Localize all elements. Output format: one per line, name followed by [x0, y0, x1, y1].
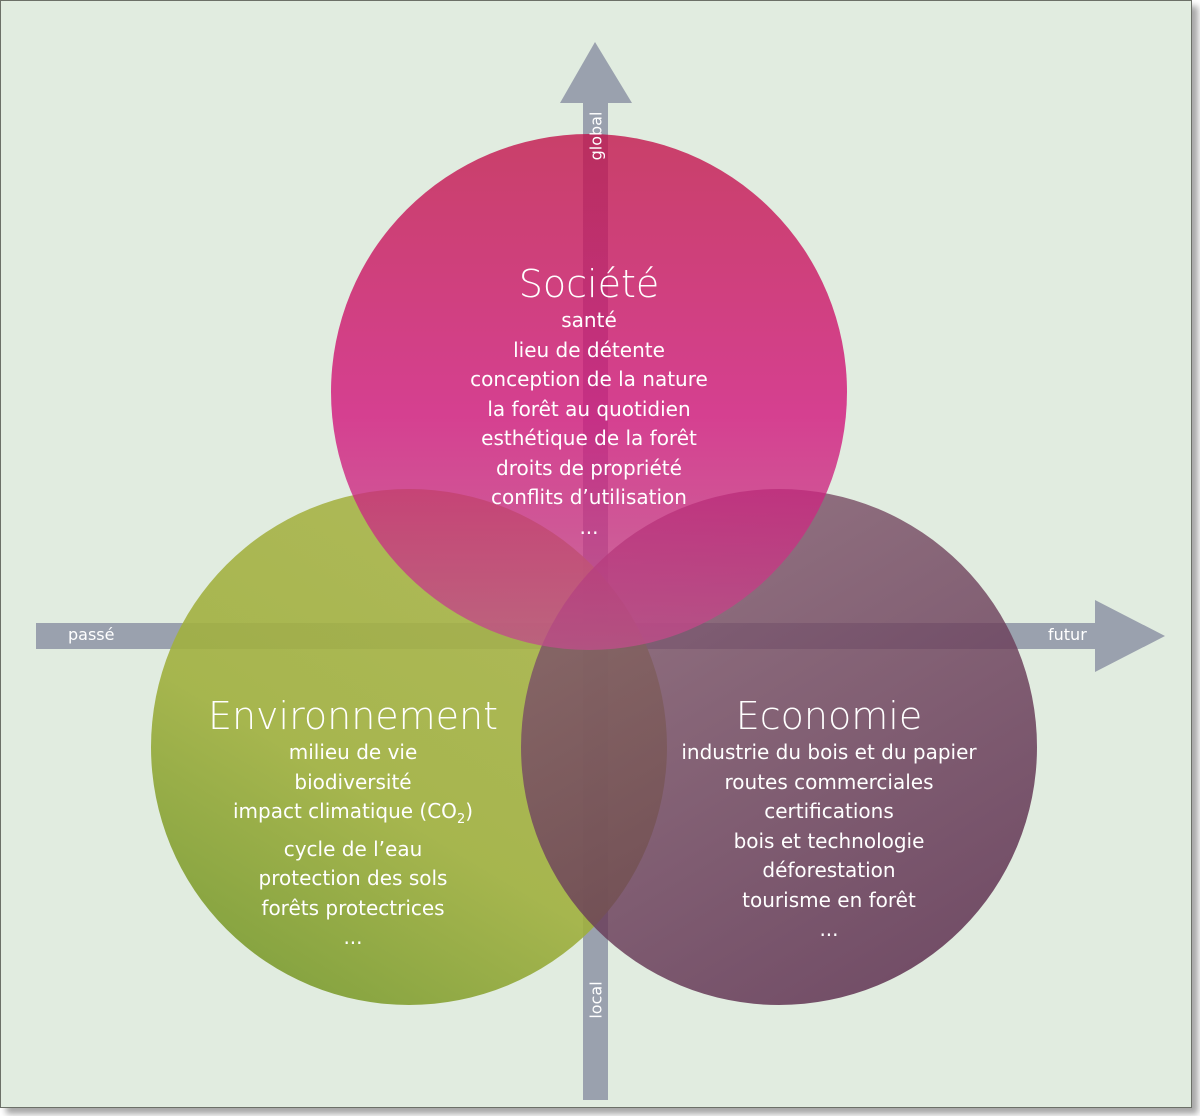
co2-text: impact climatique (CO	[232, 799, 457, 823]
list-item: lieu de détente	[513, 337, 665, 362]
list-item: esthétique de la forêt	[481, 426, 697, 450]
axis-label-global: global	[586, 111, 606, 161]
list-item: forêts protectrices	[261, 895, 445, 920]
list-item: protection des sols	[258, 866, 448, 890]
list-item: santé	[561, 308, 617, 332]
list-item: milieu de vie	[288, 740, 418, 764]
co2-subscript: 2	[456, 812, 466, 827]
environnement-text: Environnement milieu de vie biodiversité…	[153, 694, 553, 953]
list-item: routes commerciales	[724, 769, 934, 794]
list-item: ...	[819, 917, 839, 941]
list-item: conception de la nature	[470, 367, 708, 391]
axis-label-passe: passé	[68, 625, 115, 644]
list-item: déforestation	[762, 858, 896, 882]
list-item: bois et technologie	[733, 828, 925, 853]
environnement-title: Environnement	[207, 694, 499, 738]
circle-societe	[331, 134, 847, 650]
economie-text: Economie industrie du bois et du papier …	[629, 694, 1029, 945]
list-item: la forêt au quotidien	[487, 396, 691, 421]
list-item: ...	[343, 925, 363, 949]
list-item: industrie du bois et du papier	[681, 740, 977, 764]
list-item: conflits d’utilisation	[491, 485, 687, 509]
societe-text: Société santé lieu de détente conception…	[389, 262, 789, 542]
societe-title: Société	[518, 262, 660, 306]
list-item: droits de propriété	[496, 455, 682, 480]
economie-title: Economie	[735, 694, 923, 738]
axis-label-local: local	[586, 981, 606, 1019]
list-item: certifications	[764, 799, 894, 823]
axis-label-futur: futur	[1048, 625, 1087, 644]
co2-close: )	[465, 799, 474, 823]
list-item: impact climatique (CO2)	[153, 797, 553, 835]
list-item: tourisme en forêt	[742, 887, 916, 912]
list-item: biodiversité	[294, 769, 412, 794]
list-item: cycle de l’eau	[283, 836, 423, 861]
list-item: ...	[579, 514, 599, 539]
